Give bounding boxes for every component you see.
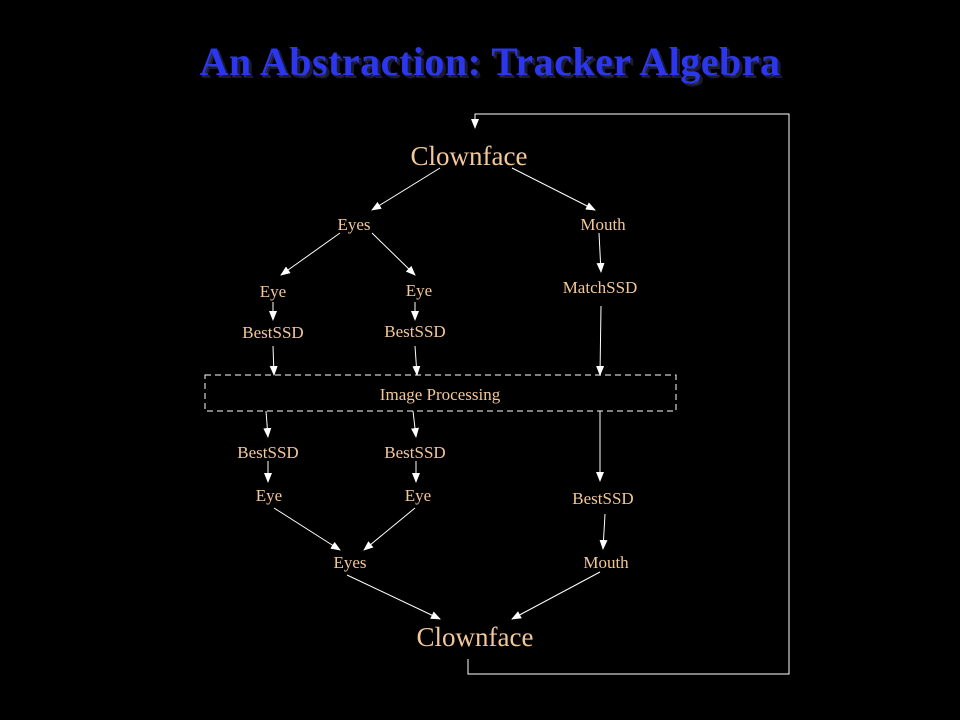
node-bestssd-bottom-left: BestSSD [237, 443, 299, 462]
arrow-eyes-eye-right [371, 232, 416, 276]
arrow-ip-bestssd-right [410, 410, 419, 438]
node-clownface-top: Clownface [410, 141, 528, 171]
feedback-loop-arrow [467, 113, 790, 675]
arrow-eyes-clownface [346, 574, 441, 620]
node-bestssd-bottom-right: BestSSD [384, 443, 446, 462]
node-eye-top-left: Eye [259, 282, 287, 301]
node-eye-bottom-right: Eye [404, 486, 432, 505]
arrow-bestssd-ip-left [269, 345, 278, 376]
slide-title: An Abstraction: Tracker Algebra [199, 39, 781, 84]
arrow-matchssd-ip [596, 305, 605, 376]
arrow-clownface-mouth [511, 167, 596, 211]
node-mouth-top: Mouth [580, 215, 626, 234]
node-eye-top-right: Eye [405, 281, 433, 300]
arrow-eyes-eye-left [280, 232, 341, 276]
arrow-bestssd-mouth [599, 513, 608, 550]
arrow-mouth-matchssd [596, 232, 605, 273]
node-mouth-bottom: Mouth [583, 553, 629, 572]
node-bestssd-top-right: BestSSD [384, 322, 446, 341]
arrow-eye-eyes-left [273, 507, 341, 551]
node-eye-bottom-left: Eye [255, 486, 283, 505]
arrow-mouth-clownface [511, 571, 601, 620]
arrow-eye-eyes-right [363, 507, 416, 551]
node-bestssd-bottom-mouth: BestSSD [572, 489, 634, 508]
image-processing-label: Image Processing [379, 385, 501, 404]
node-bestssd-top-left: BestSSD [242, 323, 304, 342]
arrow-bestssd-ip-right [412, 345, 421, 376]
image-processing-box [204, 374, 677, 412]
node-matchssd: MatchSSD [562, 278, 638, 297]
arrow-clownface-eyes [371, 167, 441, 211]
node-eyes-top: Eyes [337, 215, 371, 234]
node-eyes-bottom: Eyes [333, 553, 367, 572]
node-clownface-bottom: Clownface [416, 622, 534, 652]
arrow-ip-bestssd-left [263, 410, 272, 438]
